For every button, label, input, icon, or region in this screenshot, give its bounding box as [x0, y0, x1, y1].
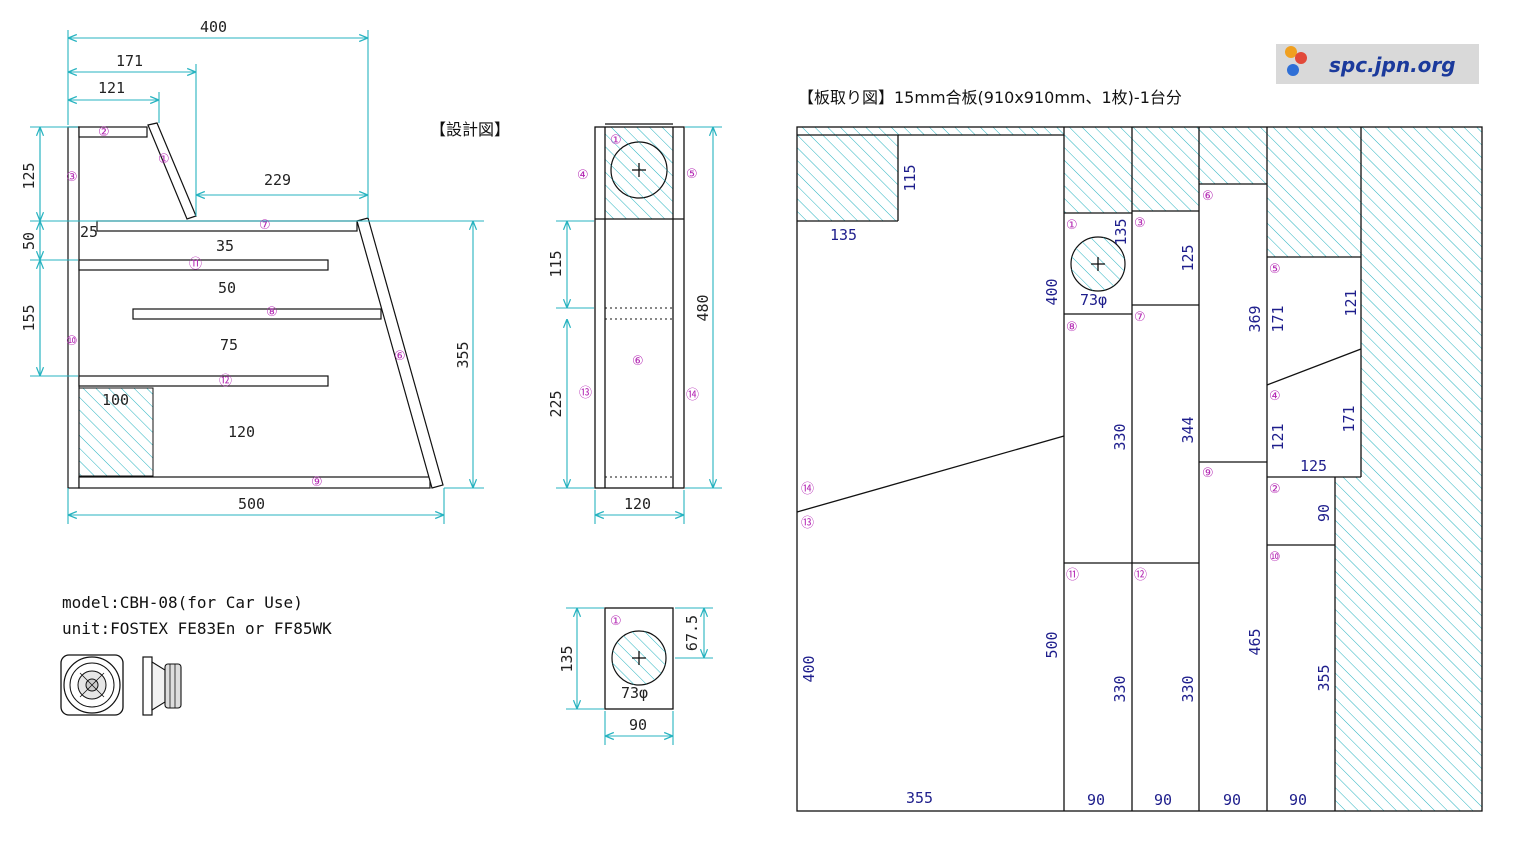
part-marker: ①: [610, 133, 622, 148]
part-marker: ④: [1269, 389, 1281, 404]
dim-400: 400: [200, 18, 227, 36]
site-logo[interactable]: spc.jpn.org: [1276, 44, 1479, 84]
dim-125: 125: [20, 162, 38, 189]
dim-155: 155: [20, 304, 38, 331]
part-marker: ⑬: [801, 516, 814, 531]
cut-dim: 369: [1246, 305, 1264, 332]
part-marker: ⑤: [686, 167, 698, 182]
cut-dim: 121: [1342, 289, 1360, 316]
hole-label: 73φ: [621, 684, 648, 702]
part-marker: ⑭: [686, 388, 699, 403]
cut-dim: 355: [906, 789, 933, 807]
speaker-side-icon: [142, 656, 182, 716]
cut-hole-label: 73φ: [1080, 291, 1107, 309]
cut-dim: 125: [1300, 457, 1327, 475]
dim-121: 121: [98, 79, 125, 97]
front-view: 115 225 480 120 ① ④ ⑤ ⑥ ⑬ ⑭: [547, 123, 722, 524]
dim-50: 50: [20, 232, 38, 250]
cut-dim: 355: [1315, 664, 1333, 691]
dim-355: 355: [454, 341, 472, 368]
cut-dim: 90: [1289, 791, 1307, 809]
design-title: 【設計図】: [430, 120, 510, 139]
side-view: 400 171 121 229 125 50 155 355 500 25 35…: [20, 18, 484, 524]
part-marker: ⑫: [1134, 568, 1147, 583]
part-marker: ②: [1269, 482, 1281, 497]
dim-225: 225: [547, 390, 565, 417]
cut-dim: 465: [1246, 628, 1264, 655]
dim-480: 480: [694, 294, 712, 321]
part-marker: ⑤: [1269, 262, 1281, 277]
cut-sheet: 115 135 400 400 355 500 135 73φ 330 330 …: [796, 126, 1483, 812]
dim-120: 120: [624, 495, 651, 513]
inner-75: 75: [220, 336, 238, 354]
cut-dim: 121: [1269, 423, 1287, 450]
cut-dim: 90: [1223, 791, 1241, 809]
cut-dim: 125: [1179, 244, 1197, 271]
part-marker: ⑦: [259, 218, 271, 233]
part-marker: ⑧: [1066, 320, 1078, 335]
part-marker: ⑦: [1134, 310, 1146, 325]
model-label: model:CBH-08(for Car Use): [62, 593, 303, 612]
part-marker: ⑭: [801, 482, 814, 497]
cut-dim: 500: [1043, 631, 1061, 658]
part-marker: ⑨: [1202, 466, 1214, 481]
part-marker: ⑪: [1066, 568, 1079, 583]
dim-67-5: 67.5: [683, 615, 701, 651]
cut-dim: 344: [1179, 416, 1197, 443]
part-marker: ⑥: [394, 349, 406, 364]
part-marker: ③: [66, 170, 78, 185]
part-marker: ⑩: [1269, 550, 1281, 565]
cut-dim: 171: [1340, 405, 1358, 432]
dim-135: 135: [558, 645, 576, 672]
cut-dim: 90: [1087, 791, 1105, 809]
inner-120: 120: [228, 423, 255, 441]
cut-dim: 135: [830, 226, 857, 244]
inner-35: 35: [216, 237, 234, 255]
cut-dim: 400: [800, 655, 818, 682]
part-marker: ①: [158, 152, 170, 167]
cut-sheet-title: 【板取り図】15mm合板(910x910mm、1枚)-1台分: [798, 88, 1182, 107]
cut-dim: 135: [1112, 218, 1130, 245]
speaker-front-icon: [60, 654, 124, 716]
cut-dim: 330: [1179, 675, 1197, 702]
dim-500: 500: [238, 495, 265, 513]
part-marker: ⑫: [219, 374, 232, 389]
inner-25: 25: [80, 223, 98, 241]
dim-90: 90: [629, 716, 647, 734]
part-marker: ②: [98, 125, 110, 140]
part-marker: ④: [577, 168, 589, 183]
cut-dim: 330: [1111, 675, 1129, 702]
cut-dim: 171: [1269, 305, 1287, 332]
part-marker: ⑪: [189, 257, 202, 272]
dim-115: 115: [547, 250, 565, 277]
inner-100: 100: [102, 391, 129, 409]
cut-dim: 90: [1315, 504, 1333, 522]
part-marker: ⑬: [579, 386, 592, 401]
dim-171: 171: [116, 52, 143, 70]
part-marker: ⑧: [266, 305, 278, 320]
cut-dim: 330: [1111, 423, 1129, 450]
part-marker: ③: [1134, 216, 1146, 231]
unit-label: unit:FOSTEX FE83En or FF85WK: [62, 619, 332, 638]
inner-50: 50: [218, 279, 236, 297]
cut-dim: 90: [1154, 791, 1172, 809]
part-marker: ⑨: [311, 475, 323, 490]
logo-text: spc.jpn.org: [1329, 53, 1456, 77]
cut-dim: 115: [901, 164, 919, 191]
part-marker: ①: [610, 614, 622, 629]
part-marker: ①: [1066, 218, 1078, 233]
part-marker: ⑥: [632, 354, 644, 369]
dim-229: 229: [264, 171, 291, 189]
part-marker: ⑩: [66, 334, 78, 349]
part-marker: ⑥: [1202, 189, 1214, 204]
baffle-view: 73φ ① 135 67.5 90: [558, 607, 713, 745]
cut-dim: 400: [1043, 278, 1061, 305]
